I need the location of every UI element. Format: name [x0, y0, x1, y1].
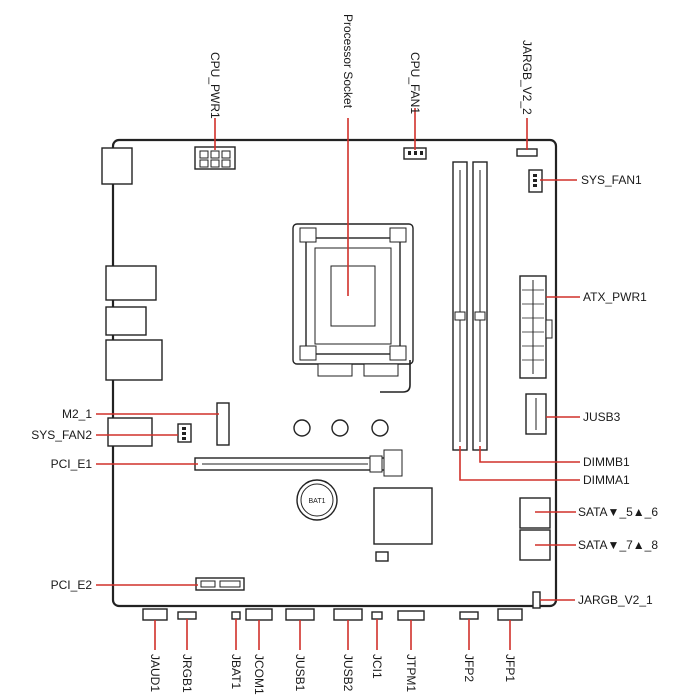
label-cpu-pwr1: CPU_PWR1	[208, 52, 222, 119]
dimm-slot-a1	[452, 161, 468, 451]
label-jfp1: JFP1	[503, 654, 517, 682]
label-jcom1: JCOM1	[252, 654, 266, 695]
jaud1-header	[142, 608, 168, 621]
label-processor-socket: Processor Socket	[341, 14, 355, 109]
jfp1-header	[497, 608, 523, 621]
mounting-hole	[293, 419, 311, 437]
sata-connector-5-6	[519, 497, 551, 529]
io-port-ps2	[101, 147, 133, 185]
jci1-header	[371, 611, 383, 620]
atx-power-connector	[519, 275, 553, 379]
label-jargb-v2-1: JARGB_V2_1	[578, 593, 653, 607]
label-cpu-fan1: CPU_FAN1	[408, 52, 422, 114]
io-port-lan-usb	[105, 339, 163, 381]
processor-socket	[292, 223, 414, 393]
io-port-audio	[107, 417, 153, 447]
jargb-v2-2-header	[516, 148, 538, 157]
label-jaud1: JAUD1	[148, 654, 162, 692]
label-jusb1: JUSB1	[293, 654, 307, 692]
sys-fan2-header	[177, 423, 192, 443]
label-sys-fan2: SYS_FAN2	[31, 428, 92, 442]
label-jusb3: JUSB3	[583, 410, 621, 424]
jargb-v2-1-header	[532, 591, 541, 609]
dimm-slot-b1	[472, 161, 488, 451]
label-dimma1: DIMMA1	[583, 473, 630, 487]
mounting-hole	[371, 419, 389, 437]
leader-line-dimmb1	[479, 446, 580, 463]
label-jbat1: JBAT1	[229, 654, 243, 689]
label-jtpm1: JTPM1	[404, 654, 418, 692]
label-pci-e2: PCI_E2	[51, 578, 93, 592]
leader-line-dimma1	[459, 446, 580, 481]
jcom1-header	[245, 608, 273, 621]
pcie-x1-slot-2	[195, 577, 245, 591]
chipset	[373, 487, 433, 545]
cmos-battery: BAT1	[296, 479, 338, 521]
jusb2-header	[333, 608, 363, 621]
label-sata-5-6: SATA▼_5▲_6	[578, 505, 658, 519]
label-sys-fan1: SYS_FAN1	[581, 173, 642, 187]
mounting-hole	[331, 419, 349, 437]
label-jci1: JCI1	[370, 654, 384, 679]
io-port-display	[105, 265, 157, 301]
label-jfp2: JFP2	[462, 654, 476, 682]
jfp2-header	[459, 611, 479, 620]
cpu-power-connector	[194, 146, 236, 170]
label-jargb-v2-2: JARGB_V2_2	[520, 40, 534, 115]
label-pci-e1: PCI_E1	[51, 457, 93, 471]
small-chip	[375, 551, 389, 562]
label-sata-7-8: SATA▼_7▲_8	[578, 538, 658, 552]
io-port-usb	[105, 306, 147, 336]
label-atx-pwr1: ATX_PWR1	[583, 290, 647, 304]
label-m2-1: M2_1	[62, 407, 92, 421]
label-jrgb1: JRGB1	[180, 654, 194, 693]
pcie-x16-slot-1	[194, 449, 403, 477]
jbat1-header	[231, 611, 241, 620]
jrgb1-header	[177, 611, 197, 620]
jtpm1-header	[397, 610, 425, 621]
jusb1-header	[285, 608, 315, 621]
jusb3-connector	[525, 393, 547, 435]
sys-fan1-header	[528, 169, 543, 193]
label-jusb2: JUSB2	[341, 654, 355, 692]
m2-slot	[216, 402, 230, 446]
label-dimmb1: DIMMB1	[583, 455, 630, 469]
battery-silkscreen-label: BAT1	[309, 498, 326, 505]
